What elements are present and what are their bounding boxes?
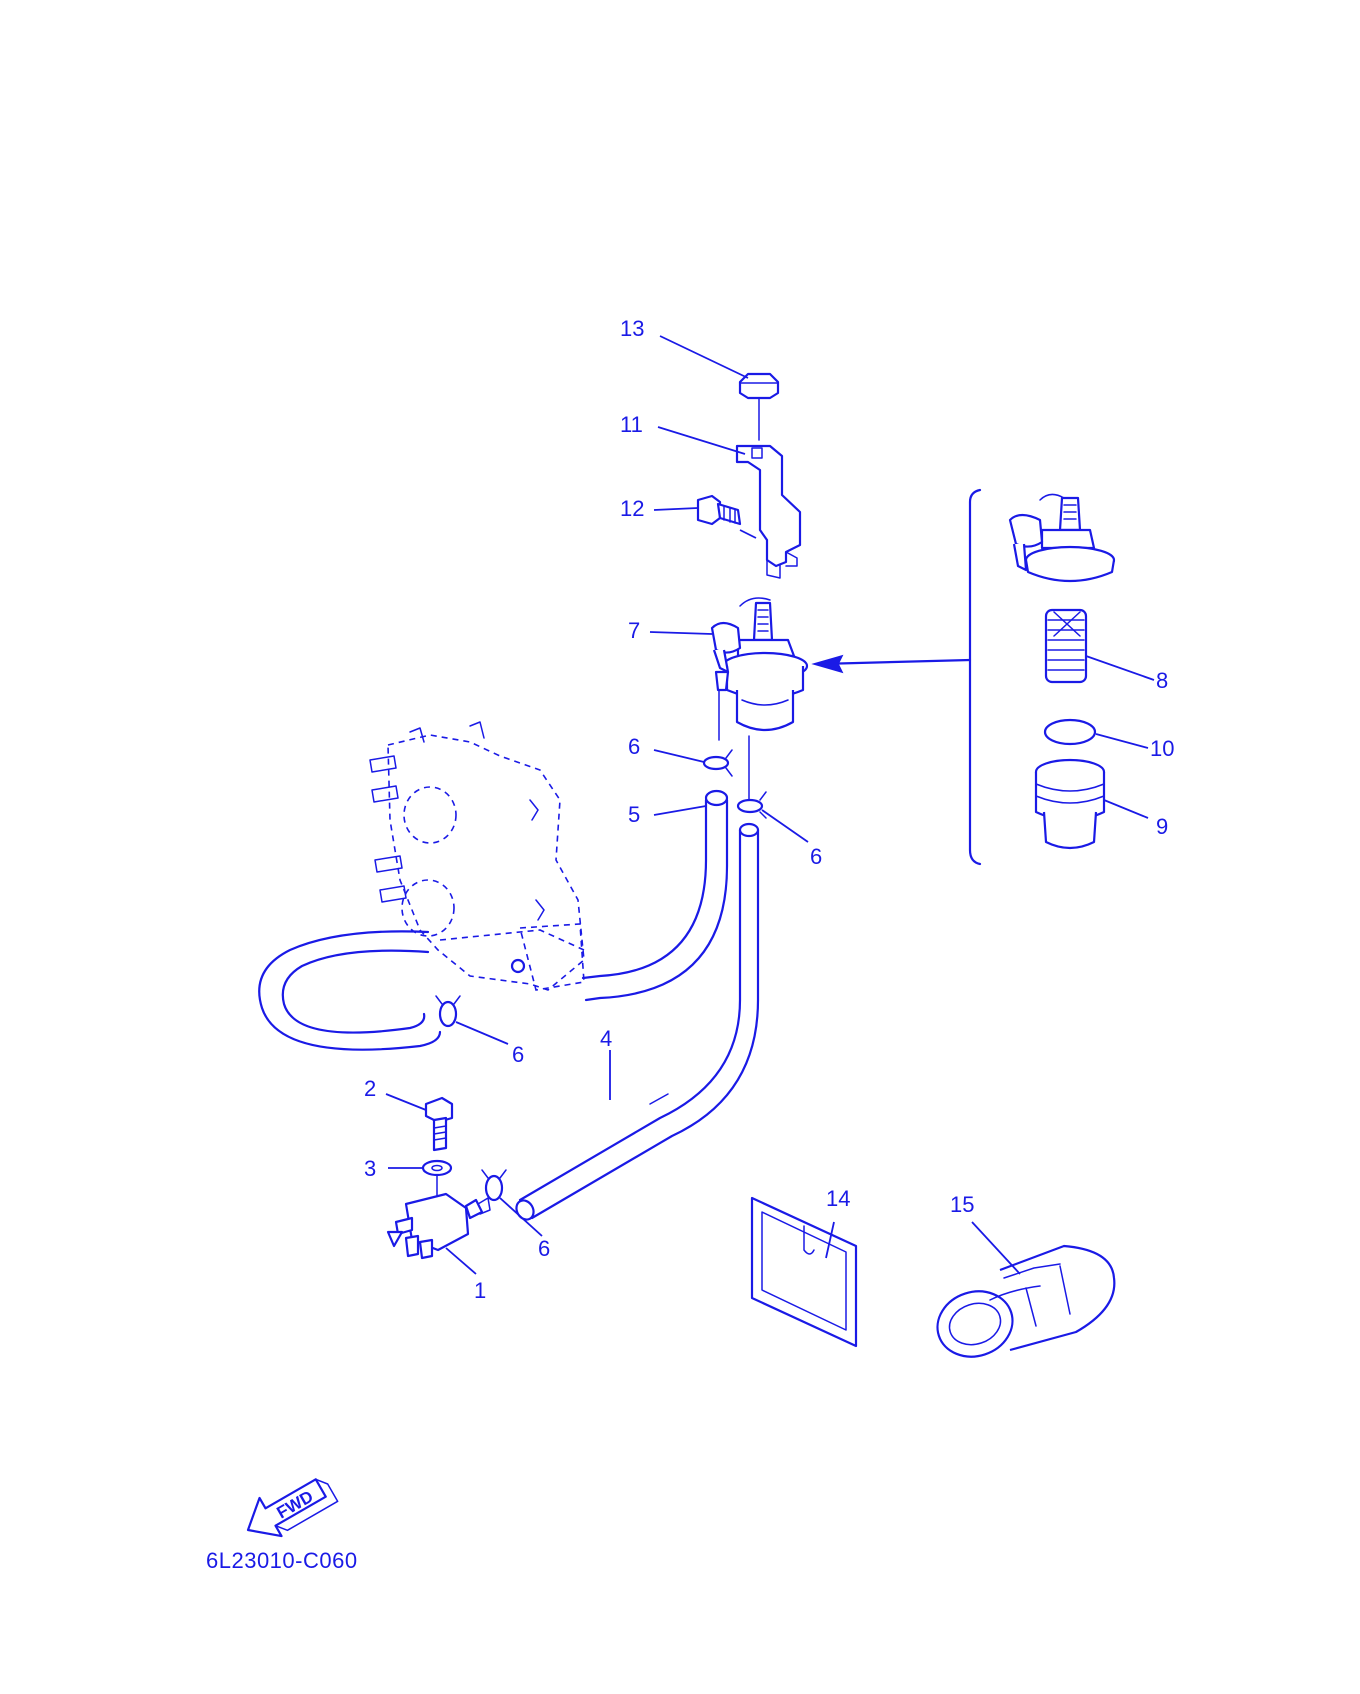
part-6-clip-lower [481,1169,507,1202]
callout-10: 10 [1150,736,1174,761]
callout-6-lower: 6 [538,1236,550,1261]
part-10-o-ring [1043,718,1097,746]
part-8-strainer [1044,608,1088,684]
callout-4: 4 [600,1026,612,1051]
part-3-washer [421,1159,453,1197]
callout-11: 11 [620,412,643,437]
carburetor-loop-hose [258,930,442,1051]
detail-filter-head [1008,493,1116,583]
part-11-bracket [735,444,802,579]
carburetor-body [369,721,585,991]
part-14-label [750,1196,858,1348]
part-7-fuel-filter [710,597,809,732]
filter-connection-lines [718,689,750,809]
callout-8: 8 [1156,668,1168,693]
part-13-nut [738,372,780,441]
part-9-filter-cup [1034,758,1106,850]
callout-3: 3 [364,1156,376,1181]
part-2-bolt [424,1096,454,1152]
detail-bracket [811,488,982,866]
part-5-hose [581,789,729,1002]
callout-12: 12 [620,496,644,521]
callout-1: 1 [474,1278,486,1303]
callout-6-upper: 6 [628,734,640,759]
part-12-bolt [696,494,742,526]
part-6-clip-upper-left [702,749,733,777]
callout-6-right: 6 [810,844,822,869]
callout-2: 2 [364,1076,376,1101]
part-1-fuel-joint [386,1192,491,1260]
callout-7: 7 [628,618,640,643]
callout-14: 14 [826,1186,850,1211]
callout-5: 5 [628,802,640,827]
fwd-arrow: FWD [246,1478,339,1538]
part-4-hose [515,822,760,1221]
part-6-clip-upper-right [736,791,767,819]
part-6-clip-carb [435,995,461,1028]
leader-lines [385,335,1155,1275]
diagram-code: 6L23010-C060 [206,1548,358,1573]
callout-6-carb: 6 [512,1042,524,1067]
callout-13: 13 [620,316,644,341]
part-15-sleeve [936,1244,1116,1358]
callout-9: 9 [1156,814,1168,839]
callout-labels: 13 11 12 7 8 10 9 6 5 6 6 4 2 3 6 1 14 1… [364,316,1174,1303]
callout-15: 15 [950,1192,974,1217]
